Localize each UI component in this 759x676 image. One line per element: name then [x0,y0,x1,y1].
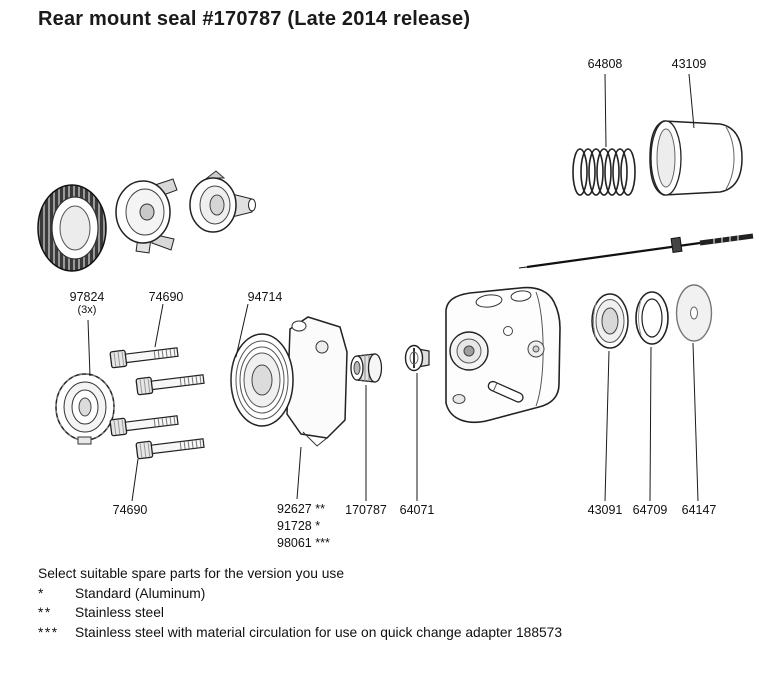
part-label-74690-top: 74690 [148,290,184,304]
o-ring-drawing [635,291,669,345]
part-label-94714: 94714 [247,290,283,304]
part-label-97824: 97824 [69,290,105,304]
screw-drawing-3 [109,411,180,437]
screw-drawing-2 [135,370,206,396]
ring-nut-drawing [649,120,743,196]
footer-intro: Select suitable spare parts for the vers… [38,566,344,581]
part-label-43109: 43109 [671,57,707,71]
air-cap-drawing [115,178,178,254]
part-label-91728: 91728 * [277,519,321,533]
valve-screw-drawing [404,344,430,372]
seal-variant-labels: 92627 ** 91728 * 98061 *** [277,501,330,552]
part-label-97824-qty: (3x) [77,304,97,316]
footnote-standard: * Standard (Aluminum) [38,584,562,604]
seal-ring-drawing [591,293,629,349]
footnote-circulation: *** Stainless steel with material circul… [38,623,562,643]
footnote-stainless-text: Stainless steel [75,605,164,620]
screw-drawing-4 [135,434,206,460]
part-label-170787: 170787 [345,503,387,517]
footer-notes: Select suitable spare parts for the vers… [38,564,562,642]
knurled-ring-drawing [37,184,107,272]
part-label-64147: 64147 [681,503,717,517]
rear-seal-nut-drawing [350,353,383,383]
spring-drawing [572,148,636,196]
part-label-64709: 64709 [632,503,668,517]
page-title: Rear mount seal #170787 (Late 2014 relea… [38,8,471,30]
washer-drawing [675,284,713,342]
footnote-standard-symbol: * [38,585,45,601]
needle-drawing [518,233,754,269]
gun-body-drawing [445,286,561,424]
part-label-92627: 92627 ** [277,502,325,516]
part-label-64071: 64071 [399,503,435,517]
part-label-43091: 43091 [587,503,623,517]
seal-cartridge-drawing [230,316,348,447]
footnote-standard-text: Standard (Aluminum) [75,585,206,601]
part-label-64808: 64808 [587,57,623,71]
screw-drawing-1 [109,343,180,369]
gland-ring-drawing [55,373,115,445]
part-label-98061: 98061 *** [277,536,330,550]
footnote-circulation-symbol: *** [38,624,59,640]
leader-lines [87,73,699,502]
footnote-stainless-symbol: ** [38,605,52,620]
fluid-nozzle-drawing [189,170,256,233]
footnote-stainless: ** Stainless steel [38,603,562,623]
footnote-circulation-text: Stainless steel with material circulatio… [75,624,563,640]
part-label-74690-bottom: 74690 [112,503,148,517]
